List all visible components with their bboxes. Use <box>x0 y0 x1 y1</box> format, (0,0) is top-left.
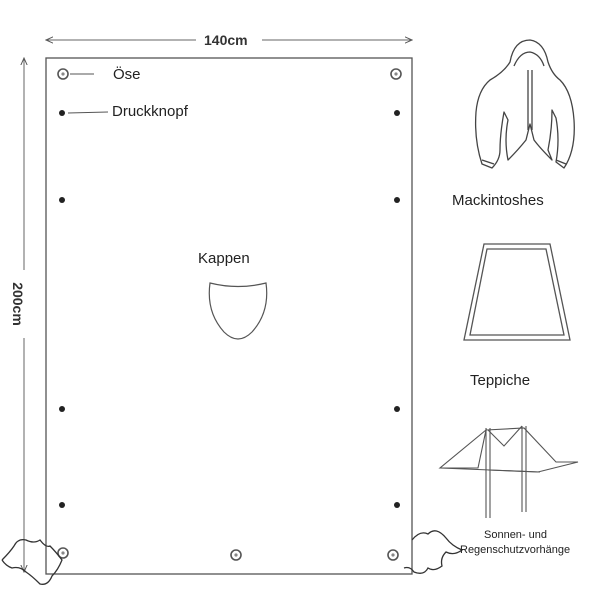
torn-edge-left-icon <box>1 538 63 585</box>
width-label: 140cm <box>204 32 248 48</box>
raincoat-icon <box>474 39 575 169</box>
snap-button-icon <box>59 502 65 508</box>
shade-label-line2: Regenschutzvorhänge <box>460 544 571 556</box>
snap-button-icon <box>394 110 400 116</box>
snap-button-icon <box>59 197 65 203</box>
hood-label: Kappen <box>198 250 250 267</box>
mat-label: Teppiche <box>470 372 531 389</box>
snap-button-icon <box>59 406 65 412</box>
snap-button-callout-label: Druckknopf <box>112 103 188 120</box>
hood-icon <box>208 282 268 340</box>
grommet-callout-label: Öse <box>113 66 141 83</box>
mat-icon <box>463 243 571 341</box>
snap-callout-line <box>67 111 109 114</box>
torn-edge-right-icon <box>403 530 464 574</box>
snap-button-icon <box>394 406 400 412</box>
snap-button-icon <box>394 197 400 203</box>
height-label: 200cm <box>9 282 26 326</box>
shade-label-line1: Sonnen- und <box>484 529 547 541</box>
snap-button-icons <box>59 110 400 508</box>
shade-icon <box>438 425 579 518</box>
snap-button-icon <box>394 502 400 508</box>
snap-button-icon <box>59 110 65 116</box>
raincoat-label: Mackintoshes <box>452 192 544 209</box>
